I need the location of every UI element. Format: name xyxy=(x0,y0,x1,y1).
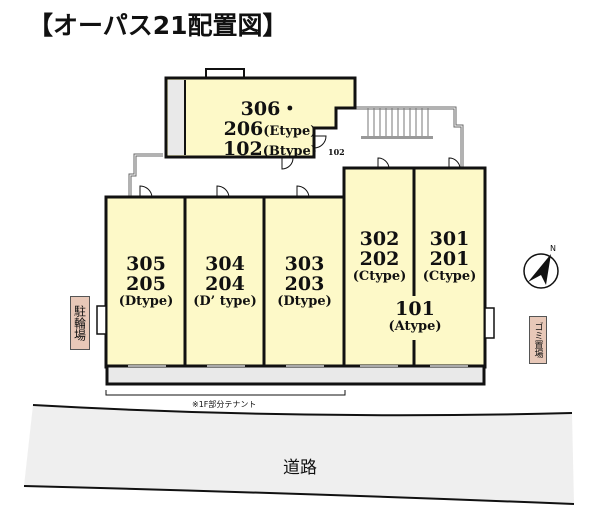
unit-303-203-label: 303 203 (Dtype) xyxy=(277,253,332,309)
door-label-102: 102 xyxy=(328,147,345,157)
road-label: 道路 xyxy=(283,458,317,478)
unit-306-206-102-label: 306・206(Etype) 102(Btype) xyxy=(223,98,317,160)
tenant-note: ※1F部分テナント xyxy=(192,400,257,409)
compass-north-label: N xyxy=(550,244,556,253)
staircase xyxy=(367,108,429,136)
unit-101-label: 101 (Atype) xyxy=(375,299,455,334)
road xyxy=(24,405,574,504)
garbage-area-label: ゴミ置場 xyxy=(529,316,547,364)
compass-icon xyxy=(523,253,559,289)
unit-301-201-label: 301 201 (Ctype) xyxy=(422,228,477,284)
bicycle-parking-label: 駐輪場 xyxy=(70,296,90,350)
unit-304-204-label: 304 204 (D’ type) xyxy=(193,253,257,309)
unit-305-205-label: 305 205 (Dtype) xyxy=(118,253,174,309)
page-title: 【オーパス21配置図】 xyxy=(28,11,288,40)
unit-302-202-label: 302 202 (Ctype) xyxy=(352,228,407,284)
